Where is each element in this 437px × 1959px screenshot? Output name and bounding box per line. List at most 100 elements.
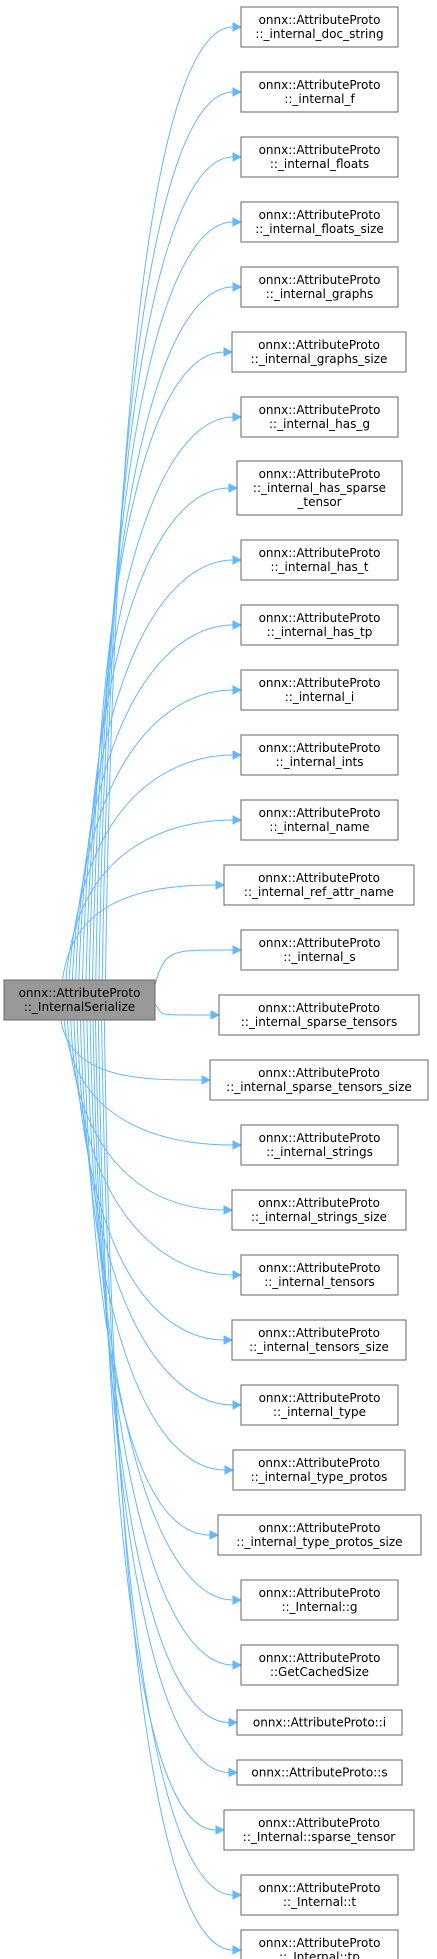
arrowhead-icon — [232, 1140, 243, 1150]
arrowhead-icon — [232, 22, 243, 32]
callee-function-node[interactable]: onnx::AttributeProto::_internal_floats — [240, 136, 399, 178]
callee-function-node[interactable]: onnx::AttributeProto::_internal_sparse_t… — [218, 994, 420, 1036]
function-node-box — [240, 266, 399, 308]
function-name-line: onnx::AttributeProto — [258, 1816, 380, 1830]
callee-function-node[interactable]: onnx::AttributeProto::_internal_has_tp — [240, 604, 399, 646]
function-name-line: onnx::AttributeProto — [259, 467, 381, 481]
callee-function-node[interactable]: onnx::AttributeProto::_internal_has_t — [240, 539, 399, 581]
callee-function-node[interactable]: onnx::AttributeProto::_Internal::g — [240, 1579, 399, 1621]
call-edge — [94, 1019, 230, 1773]
callee-function-node[interactable]: onnx::AttributeProto::_Internal::tp — [240, 1929, 399, 1959]
function-name-line: ::_Internal::sparse_tensor — [243, 1830, 395, 1844]
arrowhead-icon — [223, 1335, 234, 1345]
function-name-line: ::_Internal::g — [281, 1600, 357, 1614]
function-name-line: ::_internal_ints — [275, 755, 363, 769]
callee-function-node[interactable]: onnx::AttributeProto::s — [236, 1759, 403, 1786]
arrowhead-icon — [232, 412, 243, 422]
function-node-box — [240, 539, 399, 581]
arrowhead-icon — [223, 347, 234, 357]
function-name-line: onnx::AttributeProto — [258, 1196, 380, 1210]
function-name-line: ::GetCachedSize — [270, 1665, 369, 1679]
function-node-box — [240, 136, 399, 178]
arrowhead-icon — [228, 1767, 239, 1778]
function-name-line: ::_Internal::tp — [279, 1950, 360, 1959]
arrowhead-icon — [232, 1270, 243, 1280]
function-name-line: ::_internal_f — [284, 92, 355, 106]
function-name-line: onnx::AttributeProto — [258, 1001, 380, 1015]
function-node-box — [240, 929, 399, 971]
function-node-box — [218, 994, 420, 1036]
function-name-line: ::_internal_strings — [266, 1145, 373, 1159]
function-name-line: ::_internal_floats_size — [255, 222, 384, 236]
callee-function-node[interactable]: onnx::AttributeProto::_internal_type — [240, 1384, 399, 1426]
function-name-line: ::_internal_has_t — [270, 560, 368, 574]
function-node-box — [240, 1384, 399, 1426]
callee-function-node[interactable]: onnx::AttributeProto::_internal_graphs — [240, 266, 399, 308]
callee-function-node[interactable]: onnx::AttributeProto::_internal_f — [240, 71, 399, 113]
call-edge — [73, 1019, 225, 1341]
function-name-line: ::_internal_doc_string — [255, 27, 383, 41]
function-name-line: onnx::AttributeProto — [259, 936, 381, 950]
arrowhead-icon — [232, 1595, 243, 1605]
callee-function-node[interactable]: onnx::AttributeProto::_internal_doc_stri… — [240, 6, 399, 48]
callee-function-node[interactable]: onnx::AttributeProto::_internal_strings_… — [231, 1189, 407, 1231]
function-name-line: onnx::AttributeProto — [258, 871, 380, 885]
function-node-box — [223, 864, 415, 906]
callee-function-node[interactable]: onnx::AttributeProto::_internal_tensors_… — [231, 1319, 407, 1361]
call-edge — [92, 1019, 230, 1723]
function-node-box — [232, 1449, 406, 1491]
callee-function-node[interactable]: onnx::AttributeProto::_internal_s — [240, 929, 399, 971]
arrowhead-icon — [232, 945, 243, 955]
arrowhead-icon — [232, 282, 243, 292]
arrowhead-icon — [232, 1660, 243, 1670]
function-name-line: onnx::AttributeProto — [258, 1066, 380, 1080]
call-edge — [75, 624, 234, 981]
callee-function-node[interactable]: onnx::AttributeProto::i — [236, 1709, 403, 1736]
root-function-node[interactable]: onnx::AttributeProto::_InternalSerialize — [3, 979, 156, 1021]
function-node-box — [240, 1644, 399, 1686]
callee-function-node[interactable]: onnx::AttributeProto::_Internal::t — [240, 1874, 399, 1916]
function-name-line: _tensor — [296, 495, 341, 509]
function-name-line: onnx::AttributeProto — [259, 208, 381, 222]
call-edge — [71, 689, 234, 981]
function-name-line: ::_internal_graphs — [266, 287, 374, 301]
callee-function-node[interactable]: onnx::AttributeProto::_internal_i — [240, 669, 399, 711]
call-edge — [105, 26, 234, 981]
callee-function-node[interactable]: onnx::AttributeProto::_internal_sparse_t… — [209, 1059, 429, 1101]
root-node-box — [3, 979, 156, 1021]
function-name-line: ::_internal_strings_size — [251, 1210, 387, 1224]
function-name-line: ::_internal_sparse_tensors — [241, 1015, 397, 1029]
call-edge — [103, 1019, 234, 1951]
arrowhead-icon — [232, 87, 243, 97]
function-name-line: onnx::AttributeProto — [259, 1391, 381, 1405]
function-name-line: onnx::AttributeProto — [259, 143, 381, 157]
callee-function-node[interactable]: onnx::AttributeProto::_internal_type_pro… — [232, 1449, 406, 1491]
call-edge — [76, 1019, 234, 1406]
callee-function-node[interactable]: onnx::AttributeProto::_internal_strings — [240, 1124, 399, 1166]
call-edge — [154, 1004, 212, 1016]
callee-function-node[interactable]: onnx::AttributeProto::GetCachedSize — [240, 1644, 399, 1686]
function-node-box — [240, 1579, 399, 1621]
callee-function-node[interactable]: onnx::AttributeProto::_internal_ints — [240, 734, 399, 776]
callee-function-node[interactable]: onnx::AttributeProto::_internal_ref_attr… — [223, 864, 415, 906]
function-name-line: ::_internal_has_tp — [267, 625, 373, 639]
arrowhead-icon — [201, 1075, 212, 1085]
function-node-box — [240, 1929, 399, 1959]
function-name-line: ::_Internal::t — [283, 1895, 356, 1909]
function-name-line: ::_internal_has_sparse — [253, 481, 386, 495]
callee-function-node[interactable]: onnx::AttributeProto::_internal_name — [240, 799, 399, 841]
function-name-line: onnx::AttributeProto — [259, 403, 381, 417]
callee-function-node[interactable]: onnx::AttributeProto::_internal_has_spar… — [236, 460, 403, 516]
arrowhead-icon — [215, 880, 226, 890]
function-name-line: ::_internal_floats — [270, 157, 369, 171]
callee-function-node[interactable]: onnx::AttributeProto::_internal_has_g — [240, 396, 399, 438]
callee-function-node[interactable]: onnx::AttributeProto::_internal_tensors — [240, 1254, 399, 1296]
callee-function-node[interactable]: onnx::AttributeProto::_internal_type_pro… — [217, 1514, 422, 1556]
callee-function-node[interactable]: onnx::AttributeProto::_internal_floats_s… — [240, 201, 399, 243]
function-node-box — [231, 331, 407, 373]
callee-function-node[interactable]: onnx::AttributeProto::_internal_graphs_s… — [231, 331, 407, 373]
arrowhead-icon — [232, 1945, 243, 1955]
callee-function-node[interactable]: onnx::AttributeProto::_Internal::sparse_… — [223, 1809, 415, 1851]
arrowhead-icon — [210, 1010, 221, 1020]
function-node-box — [240, 396, 399, 438]
